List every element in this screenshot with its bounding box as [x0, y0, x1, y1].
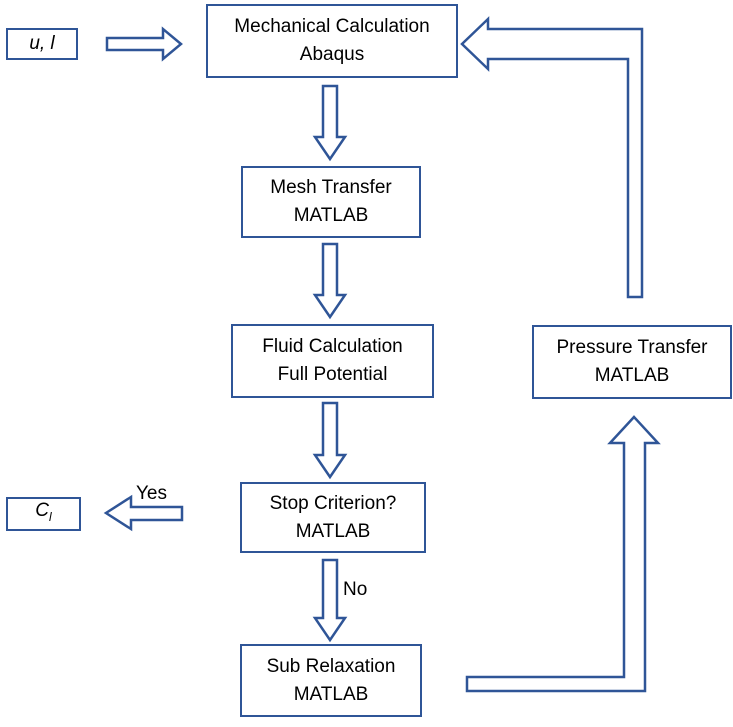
stop-label: Stop Criterion?	[269, 492, 397, 514]
output-subscript: l	[49, 509, 52, 524]
arrow-mechanical-to-mesh	[312, 84, 348, 162]
stop-tool: MATLAB	[295, 520, 371, 542]
pressure-label: Pressure Transfer	[556, 337, 708, 358]
arrow-sub-to-pressure	[465, 415, 661, 693]
pressure-tool: MATLAB	[594, 365, 670, 386]
arrow-stop-to-output	[103, 494, 184, 532]
output-box: Cl	[6, 497, 81, 531]
sub-relaxation-box: Sub Relaxation MATLAB	[240, 644, 422, 717]
arrow-mesh-to-fluid	[312, 242, 348, 320]
fluid-calculation-box: Fluid Calculation Full Potential	[231, 324, 434, 398]
fluid-label: Fluid Calculation	[262, 336, 403, 357]
mesh-transfer-box: Mesh Transfer MATLAB	[241, 166, 421, 238]
mechanical-label: Mechanical Calculation	[234, 16, 430, 37]
no-label: No	[343, 579, 368, 600]
fluid-tool: Full Potential	[277, 364, 388, 385]
mesh-tool: MATLAB	[293, 205, 369, 226]
arrow-stop-to-sub	[312, 558, 348, 643]
mechanical-tool: Abaqus	[299, 44, 365, 65]
arrow-pressure-to-mechanical	[460, 16, 644, 299]
arrow-fluid-to-stop	[312, 401, 348, 480]
mechanical-calculation-box: Mechanical Calculation Abaqus	[206, 4, 458, 78]
arrow-input-to-mechanical	[105, 26, 183, 62]
output-label: Cl	[35, 497, 51, 531]
sub-tool: MATLAB	[293, 683, 369, 705]
stop-criterion-box: Stop Criterion? MATLAB	[240, 482, 426, 553]
output-symbol: C	[35, 500, 50, 522]
mesh-label: Mesh Transfer	[270, 177, 392, 198]
sub-label: Sub Relaxation	[266, 655, 396, 677]
input-box: u, l	[6, 28, 78, 60]
pressure-transfer-box: Pressure Transfer MATLAB	[532, 325, 732, 399]
yes-label: Yes	[136, 483, 167, 504]
input-label: u, l	[29, 33, 55, 54]
